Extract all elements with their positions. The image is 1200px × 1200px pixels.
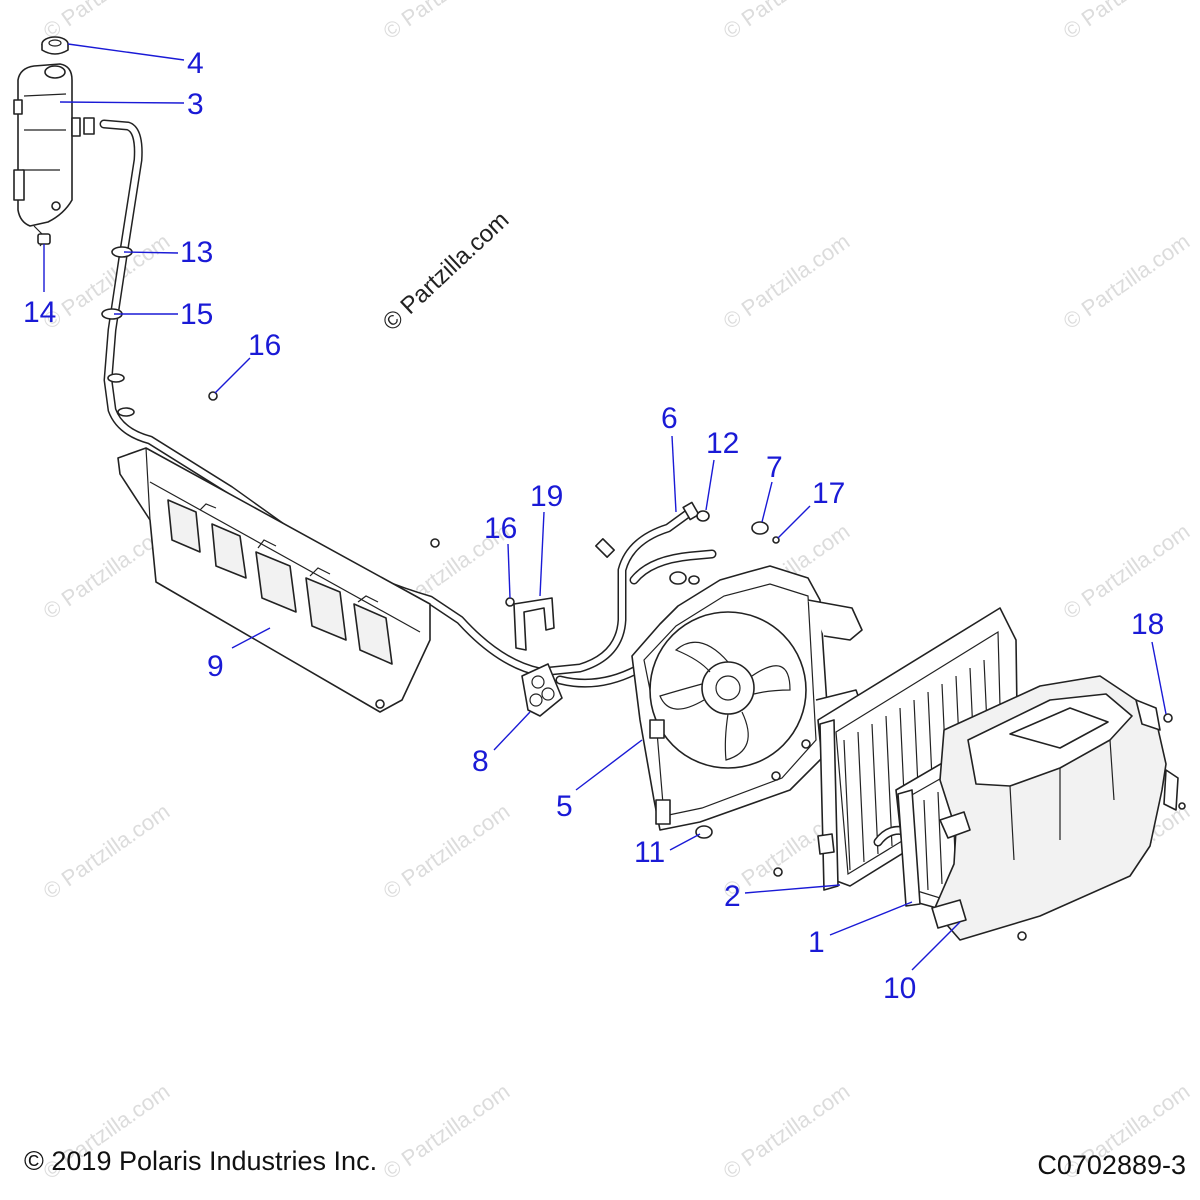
callout-labels: 4 3 13 14 15 16 6 12 7 17 19 16 18 9 8 5… <box>23 47 1164 1005</box>
diagram-code: C0702889-3 <box>1037 1150 1186 1180</box>
part-19-bracket <box>513 597 555 651</box>
part-14-clip <box>37 233 51 245</box>
leader-5 <box>575 739 643 791</box>
callout-10: 10 <box>883 972 916 1005</box>
part-4-cap <box>41 36 69 55</box>
leader-12 <box>705 459 715 511</box>
leader-10 <box>911 921 961 971</box>
callout-13: 13 <box>180 236 213 269</box>
callout-16: 16 <box>248 329 281 362</box>
leader-16b <box>507 543 511 599</box>
watermark: © Partzilla.com <box>719 1079 855 1185</box>
leader-2 <box>744 884 841 894</box>
callout-16: 16 <box>484 512 517 545</box>
callout-3: 3 <box>187 88 204 121</box>
callout-2: 2 <box>724 880 741 913</box>
callout-19: 19 <box>530 480 563 513</box>
watermark: © Partzilla.com <box>379 1079 515 1185</box>
leader-16a <box>214 357 251 394</box>
part-5-fan-assembly <box>631 565 865 831</box>
callout-4: 4 <box>187 47 204 80</box>
watermark: © Partzilla.com <box>1059 229 1195 335</box>
callout-18: 18 <box>1131 608 1164 641</box>
callout-14: 14 <box>23 296 56 329</box>
leader-7 <box>761 481 773 523</box>
leader-4 <box>67 43 185 61</box>
part-10-shroud <box>931 675 1186 941</box>
watermark: © Partzilla.com <box>379 0 515 44</box>
callout-6: 6 <box>661 402 678 435</box>
callout-15: 15 <box>180 298 213 331</box>
callout-11: 11 <box>634 836 665 869</box>
watermark: © Partzilla.com <box>39 799 175 905</box>
leader-3 <box>59 101 185 104</box>
leader-6 <box>671 435 677 513</box>
leader-9 <box>231 627 271 649</box>
leader-1 <box>829 901 913 936</box>
leader-8 <box>493 711 531 751</box>
callout-12: 12 <box>706 427 739 460</box>
watermark: © Partzilla.com <box>719 0 855 44</box>
leader-lines <box>43 43 1167 971</box>
small-fittings <box>669 510 811 877</box>
watermark: © Partzilla.com <box>1059 519 1195 625</box>
leader-19 <box>539 511 545 597</box>
part-8-fan-housing <box>521 663 563 717</box>
callout-9: 9 <box>207 650 224 683</box>
callout-8: 8 <box>472 745 489 778</box>
hose-clamps <box>101 246 135 417</box>
callout-7: 7 <box>766 451 783 484</box>
callout-17: 17 <box>812 477 845 510</box>
leader-18 <box>1151 641 1167 715</box>
part-3-reservoir <box>13 63 95 247</box>
leader-17 <box>777 505 811 539</box>
leader-11 <box>669 833 701 851</box>
part-9-support-bracket <box>117 447 431 713</box>
callout-1: 1 <box>808 926 825 959</box>
leader-13 <box>123 251 179 254</box>
coolant-hoses <box>99 119 717 688</box>
callout-5: 5 <box>556 790 573 823</box>
center-watermark: © Partzilla.com <box>378 206 515 336</box>
watermark: © Partzilla.com <box>1059 0 1195 44</box>
copyright-text: © 2019 Polaris Industries Inc. <box>24 1146 378 1176</box>
watermark: © Partzilla.com <box>719 229 855 335</box>
watermark: © Partzilla.com <box>379 799 515 905</box>
